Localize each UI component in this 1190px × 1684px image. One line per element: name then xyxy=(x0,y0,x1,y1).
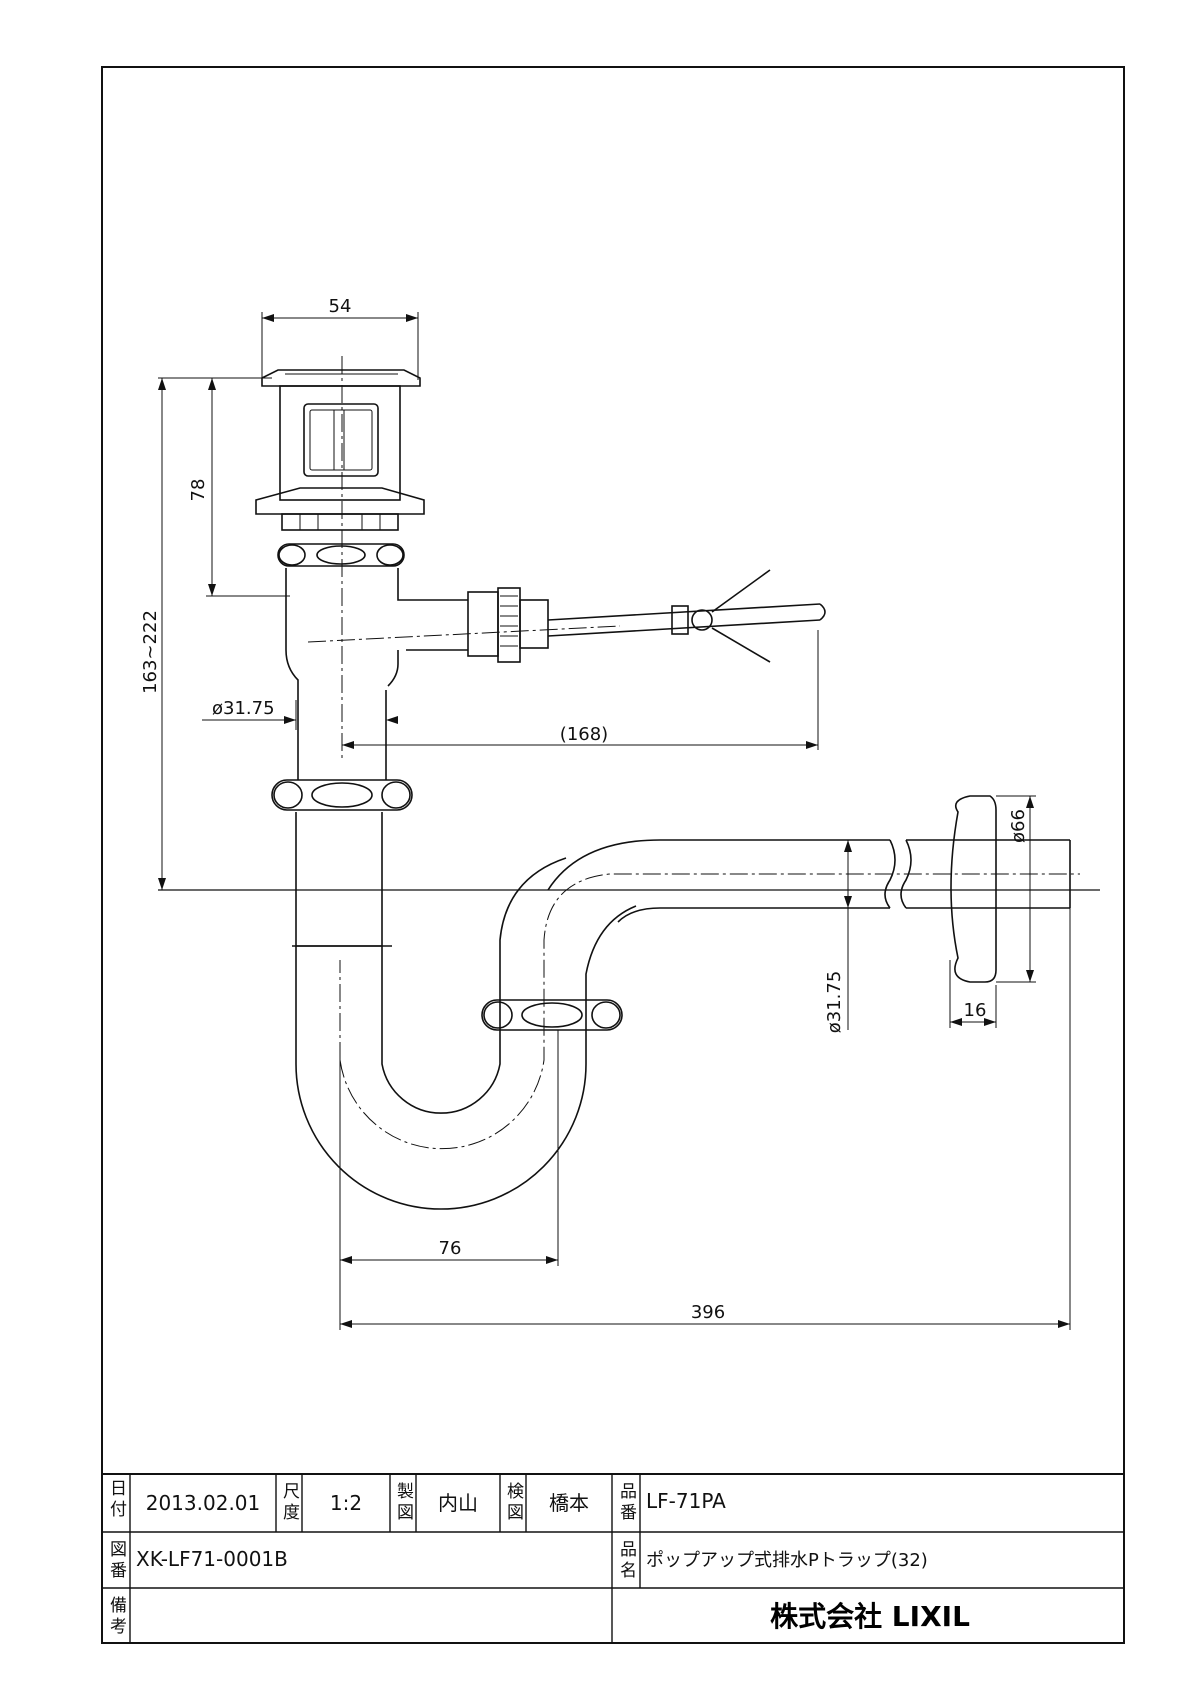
dim-lever-reach: (168) xyxy=(560,724,608,745)
dim-body-height: 78 xyxy=(188,479,209,502)
centerlines xyxy=(307,356,1080,1150)
product-name-value: ポップアップ式排水Pトラップ(32) xyxy=(646,1550,928,1571)
drafter-label: 製図 xyxy=(393,1482,414,1524)
part-no-label: 品番 xyxy=(616,1482,637,1524)
drawing-no-label: 図番 xyxy=(106,1540,127,1582)
drain-assembly xyxy=(255,369,1071,1210)
remarks-label: 備考 xyxy=(106,1596,127,1638)
drafter-value: 内山 xyxy=(438,1491,478,1515)
company-logo: 株式会社 LIXIL xyxy=(770,1600,970,1633)
dim-pipe-dia-vertical: ø31.75 xyxy=(212,698,275,719)
dim-pipe-dia-horizontal: ø31.75 xyxy=(824,971,845,1034)
dim-top-width: 54 xyxy=(329,296,352,317)
checker-value: 橋本 xyxy=(549,1491,589,1515)
dim-total-height: 163~222 xyxy=(140,610,161,694)
scale-value: 1:2 xyxy=(330,1491,362,1515)
dim-flange-dia: ø66 xyxy=(1008,809,1029,843)
part-no-value: LF-71PA xyxy=(646,1489,726,1513)
date-value: 2013.02.01 xyxy=(146,1491,261,1515)
drawing-border xyxy=(101,66,1125,1644)
dim-trap-offset: 76 xyxy=(439,1238,462,1259)
title-block xyxy=(102,1473,1124,1643)
scale-label: 尺度 xyxy=(279,1482,300,1524)
dim-flange-thickness: 16 xyxy=(964,1000,987,1021)
checker-label: 検図 xyxy=(503,1482,524,1524)
dim-overall-length: 396 xyxy=(691,1302,725,1323)
dimension-arrows xyxy=(158,314,1070,1328)
drawing-no-value: XK-LF71-0001B xyxy=(136,1547,288,1571)
dimension-lines xyxy=(158,312,1071,1330)
product-name-label: 品名 xyxy=(616,1540,637,1582)
date-label: 日付 xyxy=(106,1479,127,1521)
